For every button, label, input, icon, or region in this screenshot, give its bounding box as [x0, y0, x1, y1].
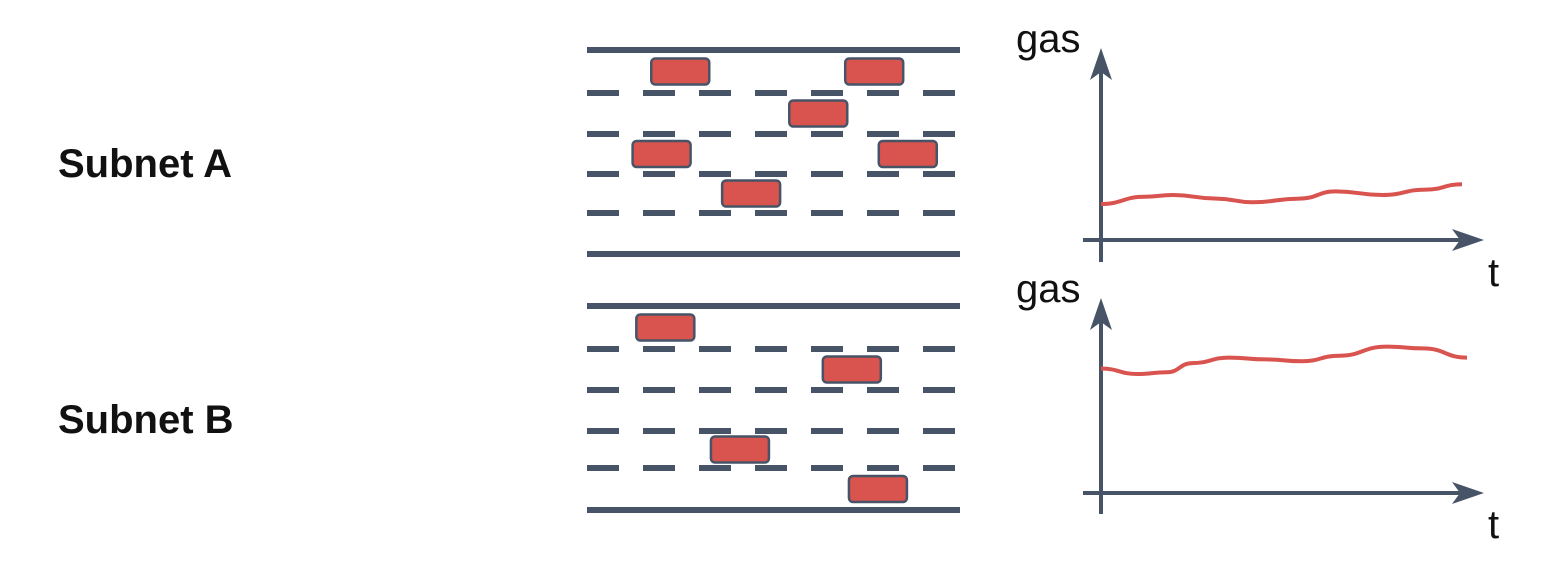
y-axis-label-b: gas: [1016, 267, 1081, 311]
transaction-block: [650, 57, 711, 86]
transaction-block: [631, 139, 692, 169]
x-axis-label-b: t: [1488, 503, 1499, 547]
subnet-a-lanes: [587, 47, 960, 257]
gas-chart-a: gas t: [1016, 17, 1499, 295]
gas-chart-b: gas t: [1016, 267, 1499, 547]
gas-curve-b: [1100, 344, 1468, 377]
gas-curve-a: [1100, 182, 1463, 206]
y-axis-label-a: gas: [1016, 17, 1081, 61]
transaction-block: [709, 435, 771, 464]
transaction-block: [847, 474, 909, 504]
x-axis-arrow: [1452, 229, 1484, 251]
transaction-block: [788, 99, 849, 128]
transaction-block: [843, 57, 905, 86]
y-axis-arrow: [1090, 298, 1112, 330]
subnet-b-label: Subnet B: [58, 398, 234, 442]
transaction-block: [821, 355, 883, 384]
subnet-b-lanes: [587, 303, 960, 513]
x-axis-label-a: t: [1488, 251, 1499, 295]
y-axis-arrow: [1090, 48, 1112, 80]
transaction-block: [877, 139, 939, 169]
x-axis-arrow: [1452, 482, 1484, 504]
transaction-block: [635, 313, 696, 342]
transaction-block: [720, 179, 782, 208]
subnet-a-label: Subnet A: [58, 142, 233, 186]
